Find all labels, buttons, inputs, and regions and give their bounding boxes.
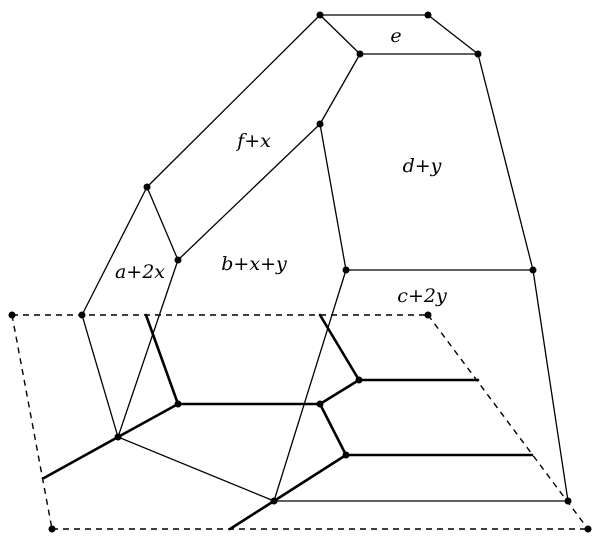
curve-edge [116,402,180,439]
curve-ray [228,499,276,531]
edge [319,14,361,55]
vertex [8,311,16,319]
edge [146,186,179,261]
edge [273,269,347,502]
curve-edge [318,378,361,406]
edge [532,269,569,502]
region-labels: e f+x d+y a+2x b+x+y c+2y [115,25,447,307]
edge [81,314,119,438]
vertex [316,120,324,128]
label-d-plus-y: d+y [403,155,442,177]
label-c-plus-2y: c+2y [397,285,447,307]
base-left-edge [11,314,53,530]
edge [81,186,148,316]
vertex [316,11,324,19]
tropical-curve [42,313,534,531]
edge [319,123,347,271]
vertices [8,11,592,533]
label-e: e [390,25,401,47]
curve-edge [318,313,361,382]
base-plane [11,314,589,530]
polytope-edges [81,14,569,502]
vertex [424,11,432,19]
base-right-edge [427,314,589,530]
edge [117,259,179,438]
edge [319,53,361,125]
vertex [356,50,364,58]
vertex [424,311,432,319]
vertex [174,256,182,264]
label-f-plus-x: f+x [235,130,271,152]
vertex [529,266,537,274]
curve-edge [272,453,348,503]
edge [427,14,479,55]
edge [117,436,275,502]
vertex [342,451,350,459]
edge [477,53,534,271]
vertex [78,311,86,319]
vertex [114,433,122,441]
vertex [48,525,56,533]
vertex [474,50,482,58]
vertex [270,497,278,505]
curve-ray [42,435,120,480]
curve-edge [318,402,348,457]
edge [146,14,321,188]
vertex [342,266,350,274]
label-b-plus-x-plus-y: b+x+y [221,253,287,275]
vertex [584,525,592,533]
curve-edge [144,313,180,406]
vertex [143,183,151,191]
edge [177,123,321,261]
vertex [174,400,182,408]
vertex [564,497,572,505]
label-a-plus-2x: a+2x [115,261,165,283]
vertex [355,376,363,384]
vertex [316,400,324,408]
